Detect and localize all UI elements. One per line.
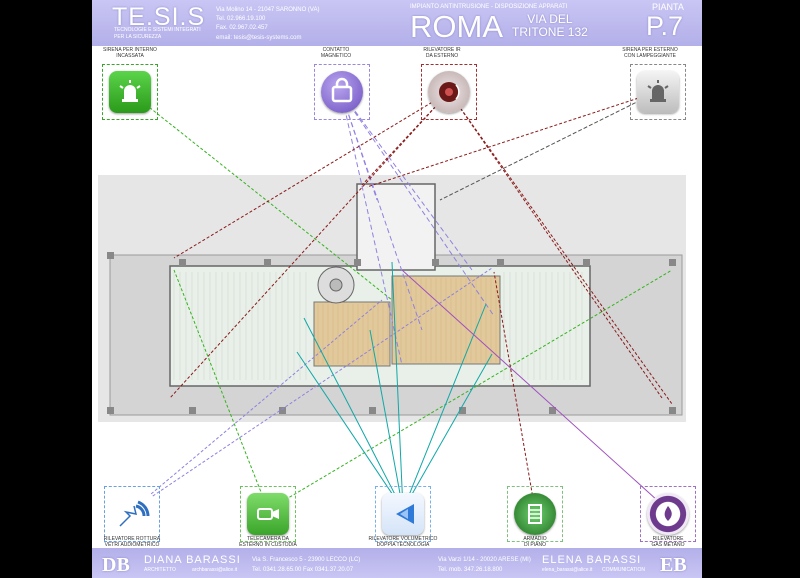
column (179, 259, 186, 266)
wire-connection (173, 91, 450, 259)
footer-right-name: ELENA BARASSI (542, 554, 642, 566)
company-fax: Fax. 02.967.02.457 (216, 25, 268, 31)
wire-connection (303, 317, 404, 511)
label-ir-detector: RILEVATORE IR DA ESTERNO (423, 47, 461, 60)
column (549, 407, 556, 414)
wire-connection (296, 351, 404, 511)
wire-connection (340, 91, 403, 366)
label-glass-break: RILEVATORE ROTTURA VETRI AUDIOMETRICO (103, 536, 161, 549)
wire-connection (340, 91, 423, 331)
column (107, 252, 114, 259)
wire-connection (340, 91, 495, 317)
wire-connection (131, 267, 493, 511)
plan-label: PIANTA (652, 2, 684, 12)
project-title: IMPIANTO ANTINTRUSIONE - DISPOSIZIONE AP… (410, 4, 568, 10)
column (432, 259, 439, 266)
column (459, 407, 466, 414)
wire-connection (129, 91, 393, 301)
wire-connection (402, 303, 487, 511)
label-cabinet: ARMADIO DI PIANO (523, 536, 547, 549)
footer-right-email: elena_barassi@alice.it (542, 567, 593, 573)
device-siren-indoor (102, 64, 158, 120)
room-wood-left (313, 301, 391, 367)
footer-right-role: COMMUNICATION (602, 567, 645, 573)
title-block: TE.SI.S TECNOLOGIE E SISTEMI INTEGRATI P… (92, 0, 702, 46)
label-magnetic-contact: CONTATTO MAGNETICO (320, 47, 352, 60)
footer-left-email: archbarassi@alice.it (192, 567, 238, 573)
footer-left-name: DIANA BARASSI (144, 554, 241, 566)
device-volumetric-detector (375, 486, 431, 542)
wire-connection (173, 269, 269, 511)
wire-connection (402, 353, 493, 511)
device-cabinet (507, 486, 563, 542)
company-subtitle: TECNOLOGIE E SISTEMI INTEGRATI PER LA SI… (114, 27, 201, 40)
footer-credits: DB DIANA BARASSI ARCHITETTO archbarassi@… (92, 548, 702, 578)
spiral-stair-core (329, 278, 343, 292)
wire-connection (131, 299, 383, 511)
wire-connection (267, 269, 673, 511)
wire-connection (401, 269, 669, 511)
street-title: VIA DEL TRITONE 132 (512, 12, 588, 39)
column (497, 259, 504, 266)
label-gas-detector: RILEVATORE GAS METANO (651, 536, 685, 549)
floor-plan (98, 91, 686, 511)
column (669, 407, 676, 414)
column (369, 407, 376, 414)
footer-left-tel: Tel. 0341.28.65.00 Fax 0341.37.20.07 (252, 567, 354, 573)
column (107, 407, 114, 414)
device-siren-outdoor (630, 64, 686, 120)
footer-left-address: Via S. Francesco 5 - 23900 LECCO (LC) (252, 557, 361, 563)
footer-left-role: ARCHITETTO (144, 567, 176, 573)
company-email: email: tesis@tesis-systems.com (216, 35, 302, 41)
wire-connection (493, 271, 536, 511)
wire-connection (169, 91, 450, 399)
wire-connection (366, 91, 658, 188)
label-camera: TELECAMERA DA ESTERNO IN CUSTODIA (239, 536, 297, 549)
footer-right-tel: Tel. mob. 347.26.18.800 (438, 567, 503, 573)
wire-connection (448, 91, 673, 405)
ir-detector-icon (428, 71, 470, 113)
wire-connection (369, 329, 404, 511)
siren-indoor-icon (109, 71, 151, 113)
cabinet-icon (514, 493, 556, 535)
label-siren-indoor: SIRENA PER INTERNO INCASSATA (103, 47, 157, 60)
stair-tower (356, 183, 436, 271)
device-glass-break (104, 486, 160, 542)
device-gas-detector (640, 486, 696, 542)
city-title: ROMA (410, 9, 503, 44)
siren-outdoor-icon (637, 71, 679, 113)
column (279, 407, 286, 414)
device-camera (240, 486, 296, 542)
wire-connection (391, 261, 404, 511)
company-address: Via Molino 14 - 21047 SARONNO (VA) (216, 7, 320, 13)
label-siren-outdoor: SIRENA PER ESTERNO CON LAMPEGGIANTE (622, 47, 678, 60)
column (354, 259, 361, 266)
wire-connection (340, 91, 473, 271)
company-logo: TE.SI.S (112, 3, 206, 31)
device-magnetic-contact (314, 64, 370, 120)
label-volumetric-detector: RILEVATORE VOLUMETRICO DOPPIA TECNOLOGIA (368, 536, 438, 549)
device-ir-detector (421, 64, 477, 120)
glass-break-icon (111, 493, 153, 535)
magnetic-contact-icon (321, 71, 363, 113)
column (583, 259, 590, 266)
footer-right-logo: EB (660, 554, 687, 576)
column (189, 407, 196, 414)
footer-right-address: Via Varzi 1/14 - 20020 ARESE (MI) (438, 557, 531, 563)
plan-number: P.7 (646, 11, 684, 41)
company-tel: Tel. 02.966.19.100 (216, 16, 266, 22)
plan-sheet: TE.SI.S TECNOLOGIE E SISTEMI INTEGRATI P… (92, 0, 702, 578)
column (264, 259, 271, 266)
column (669, 259, 676, 266)
gas-detector-icon (647, 493, 689, 535)
footer-left-logo: DB (102, 554, 130, 576)
volumetric-detector-icon (382, 493, 424, 535)
camera-icon (247, 493, 289, 535)
wire-connection (448, 91, 663, 399)
wire-connection (439, 91, 658, 201)
